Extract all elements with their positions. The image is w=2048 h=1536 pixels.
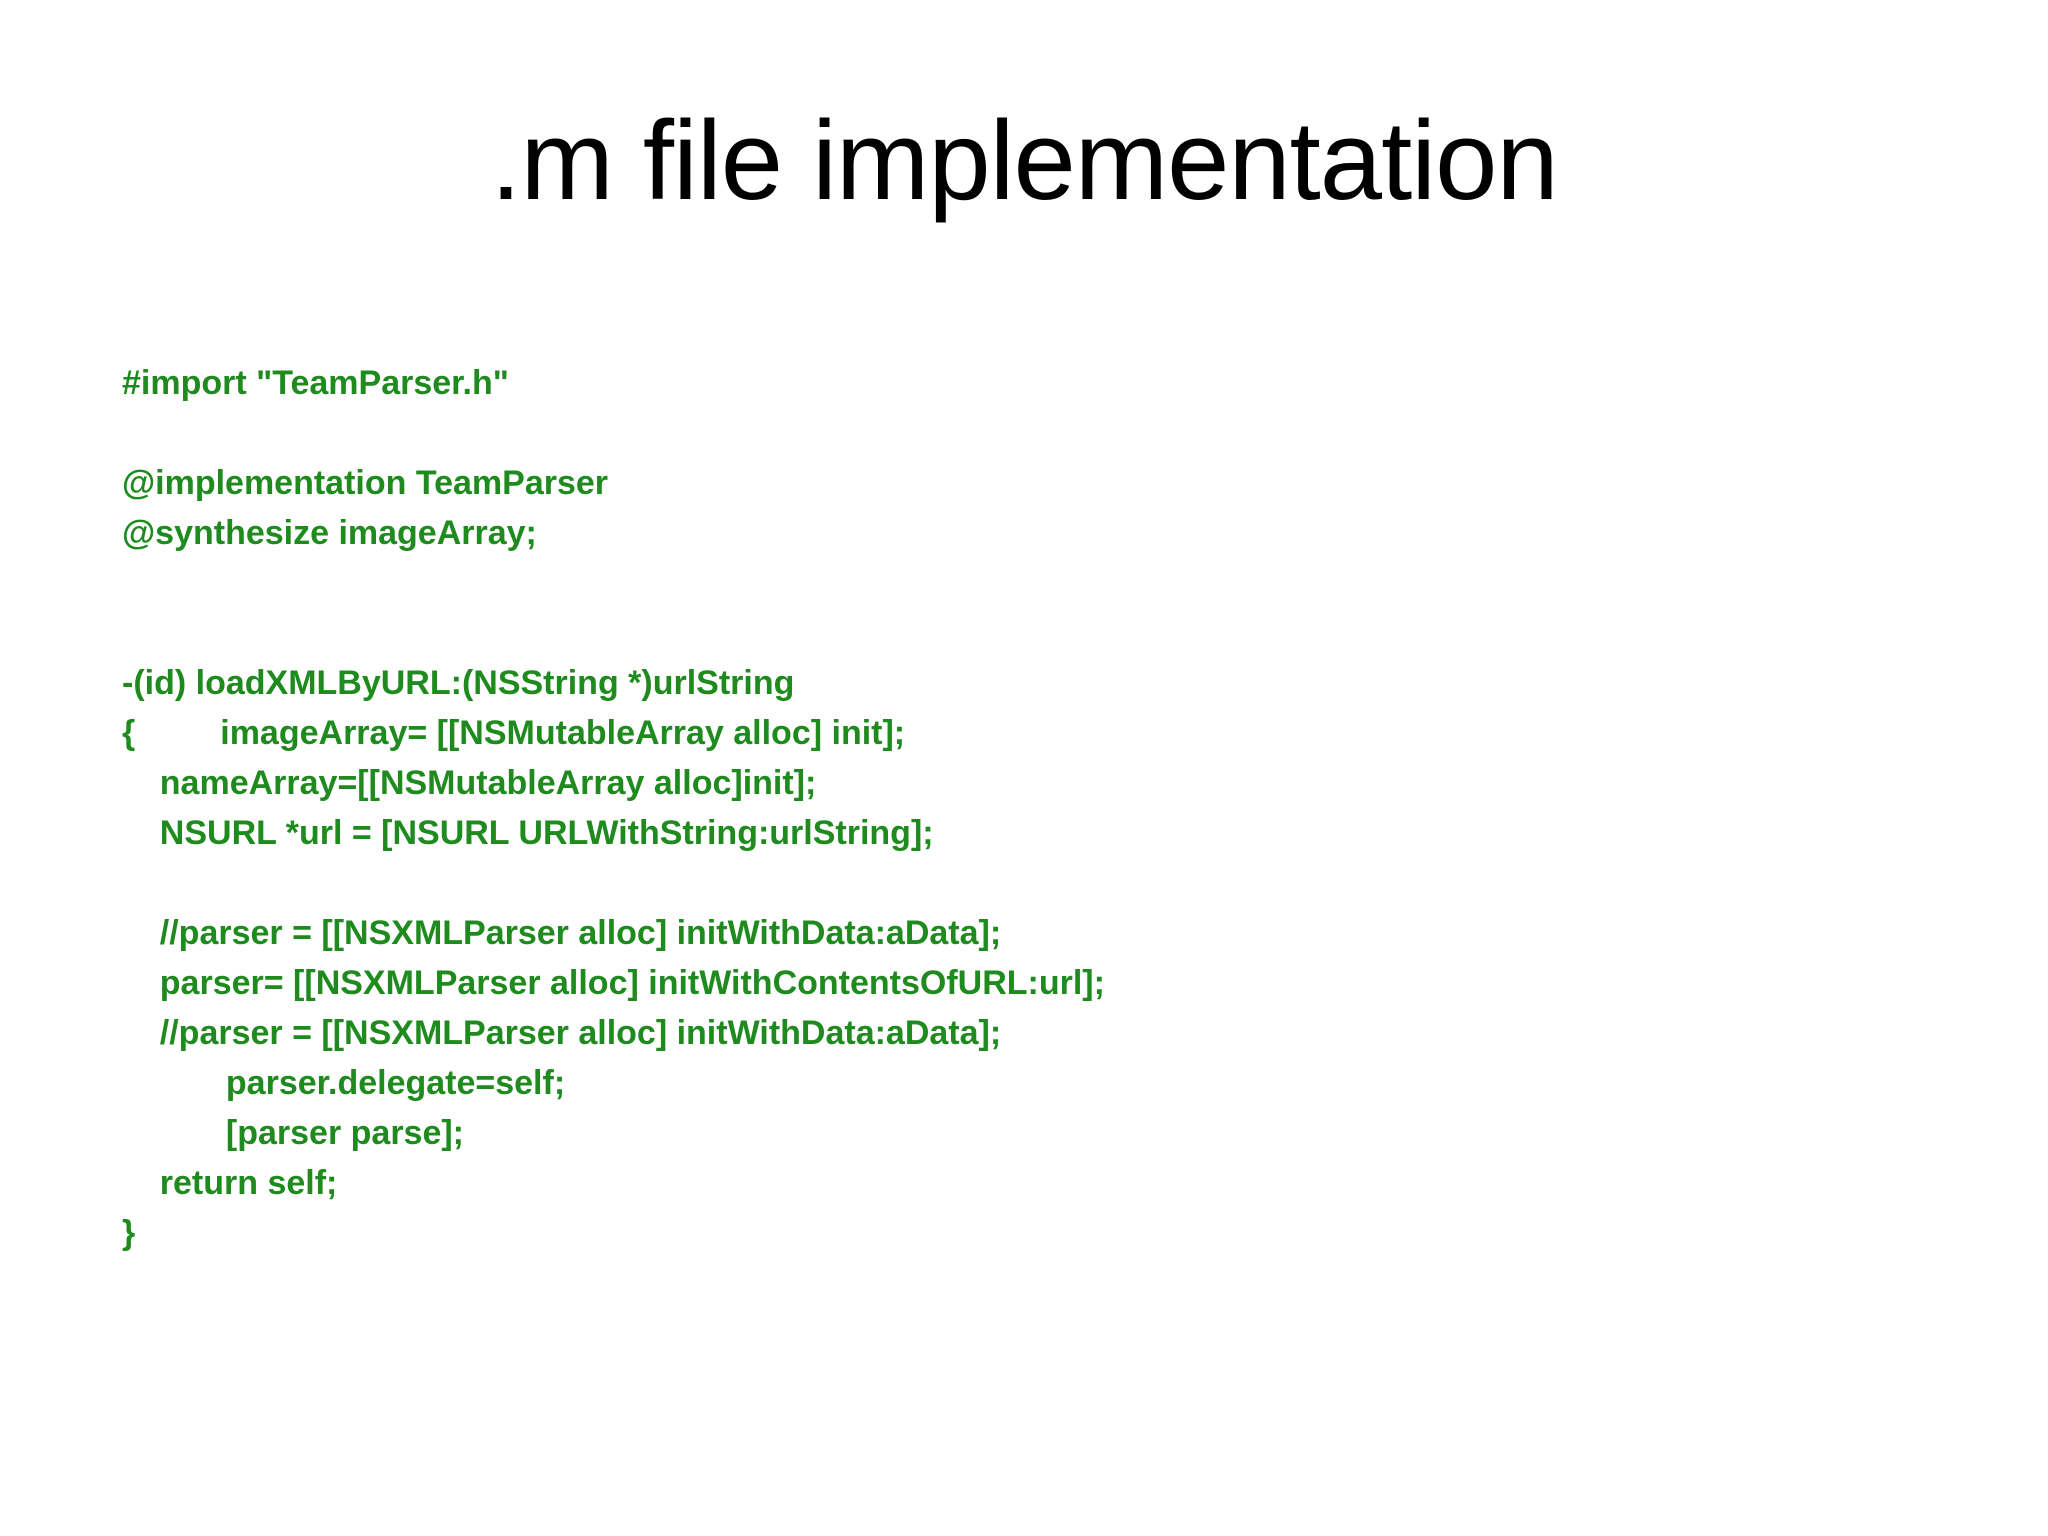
code-line: @synthesize imageArray; bbox=[122, 514, 537, 552]
code-line bbox=[122, 408, 1922, 458]
code-block: #import "TeamParser.h" @implementation Te… bbox=[122, 358, 1922, 1258]
code-line: parser= [[NSXMLParser alloc] initWithCon… bbox=[122, 964, 1105, 1002]
code-line bbox=[122, 858, 1922, 908]
code-line: //parser = [[NSXMLParser alloc] initWith… bbox=[122, 1014, 1002, 1052]
code-line: -(id) loadXMLByURL:(NSString *)urlString bbox=[122, 664, 795, 702]
code-line: { imageArray= [[NSMutableArray alloc] in… bbox=[122, 714, 906, 752]
page-title: .m file implementation bbox=[490, 98, 1558, 223]
code-line: NSURL *url = [NSURL URLWithString:urlStr… bbox=[122, 814, 934, 852]
code-line: #import "TeamParser.h" bbox=[122, 364, 509, 402]
code-line: //parser = [[NSXMLParser alloc] initWith… bbox=[122, 914, 1002, 952]
code-line: [parser parse]; bbox=[122, 1114, 465, 1152]
code-line: return self; bbox=[122, 1164, 338, 1202]
code-line: parser.delegate=self; bbox=[122, 1064, 566, 1102]
code-line bbox=[122, 608, 1922, 658]
code-line: @implementation TeamParser bbox=[122, 464, 609, 502]
code-line bbox=[122, 558, 1922, 608]
code-line: nameArray=[[NSMutableArray alloc]init]; bbox=[122, 764, 817, 802]
code-line: } bbox=[122, 1214, 136, 1252]
